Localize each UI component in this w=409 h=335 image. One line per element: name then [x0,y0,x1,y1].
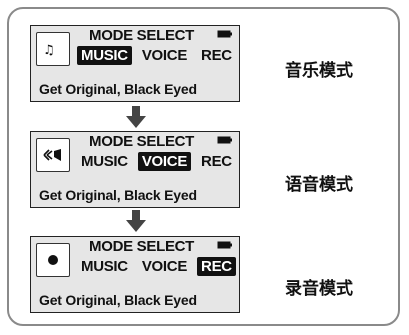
down-arrow-icon [126,210,146,232]
svg-text:♫: ♫ [43,43,55,57]
mode-music[interactable]: MUSIC [81,153,128,170]
mode-select-title: MODE SELECT [89,27,195,44]
mode-music[interactable]: MUSIC [77,46,132,65]
mode-options: MUSIC VOICE REC [77,257,236,276]
lcd-screen-music: ♫ MODE SELECT MUSIC VOICE REC Get Origin… [30,25,240,102]
track-title: Get Original, Black Eyed [39,187,197,203]
lcd-screen-voice: MODE SELECT MUSIC VOICE REC Get Original… [30,131,240,208]
caption-voice-mode: 语音模式 [285,175,353,194]
mode-voice[interactable]: VOICE [141,258,188,275]
mode-music[interactable]: MUSIC [81,258,128,275]
battery-icon [217,241,232,249]
battery-icon [217,30,232,38]
record-dot-icon [36,243,70,277]
mode-options: MUSIC VOICE REC [77,46,236,65]
mode-rec[interactable]: REC [201,47,232,64]
track-title: Get Original, Black Eyed [39,81,197,97]
mode-select-title: MODE SELECT [89,238,195,255]
mode-select-title: MODE SELECT [89,133,195,150]
mode-voice[interactable]: VOICE [137,152,192,171]
mode-rec[interactable]: REC [197,257,236,276]
down-arrow-icon [126,106,146,128]
mode-voice[interactable]: VOICE [141,47,188,64]
mode-rec[interactable]: REC [201,153,232,170]
battery-icon [217,136,232,144]
mode-options: MUSIC VOICE REC [77,152,236,171]
lcd-screen-rec: MODE SELECT MUSIC VOICE REC Get Original… [30,236,240,313]
caption-record-mode: 录音模式 [285,279,353,298]
track-title: Get Original, Black Eyed [39,292,197,308]
music-note-icon: ♫ [36,32,70,66]
voice-icon [36,138,70,172]
caption-music-mode: 音乐模式 [285,61,353,80]
